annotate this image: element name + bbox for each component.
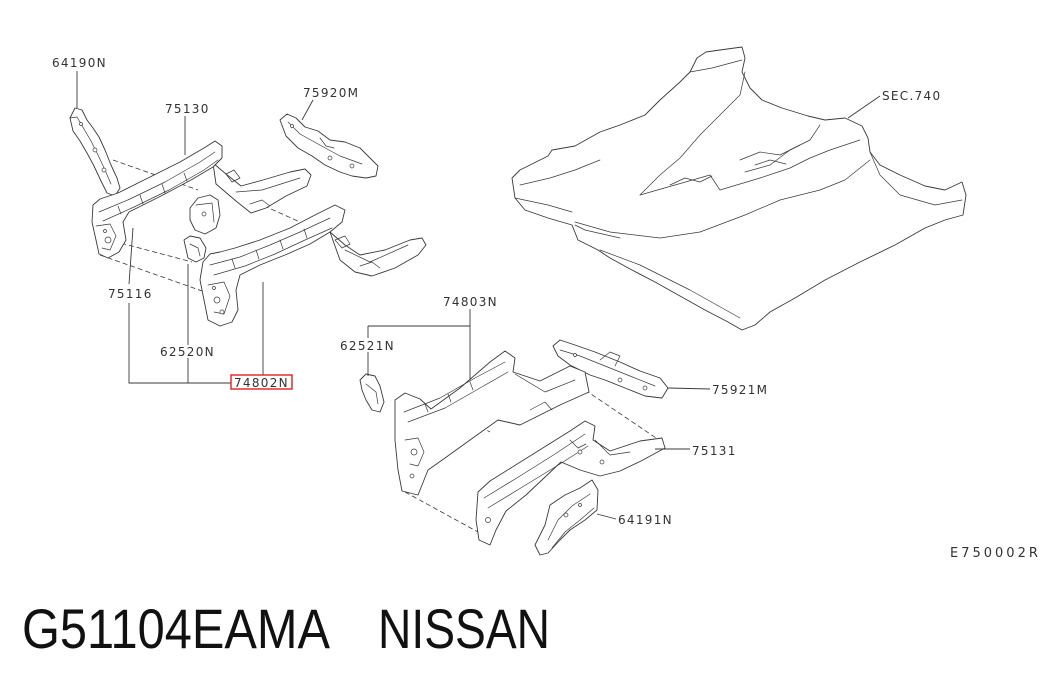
bolt-hole xyxy=(573,353,577,357)
bolt-hole xyxy=(577,449,583,455)
leader-line xyxy=(128,227,134,285)
caption-brand: NISSAN xyxy=(378,597,550,660)
front-plate xyxy=(95,223,117,251)
bolt-hole xyxy=(92,147,98,153)
part-74802n-side-member xyxy=(199,204,427,327)
callout-64190n[interactable]: 64190N xyxy=(52,56,107,70)
part-74803n-side-member xyxy=(394,350,590,496)
part-64190n-bracket xyxy=(69,107,121,197)
caption-part-number: G51104EAMA xyxy=(22,597,331,660)
member-outline xyxy=(91,140,223,259)
member-flange-lines xyxy=(403,361,509,423)
floor-front-lines xyxy=(514,159,601,213)
alignment-dashed-line xyxy=(99,254,206,293)
rear-extension-detail xyxy=(569,439,631,456)
part-62521n-bracket xyxy=(359,373,385,413)
leader-lines xyxy=(76,71,881,520)
callout-75131[interactable]: 75131 xyxy=(692,444,737,458)
callout-75116[interactable]: 75116 xyxy=(108,287,153,301)
extension-detail xyxy=(287,121,363,165)
callout-75130[interactable]: 75130 xyxy=(165,102,210,116)
bolt-hole xyxy=(485,517,491,523)
floor-rear-lines xyxy=(574,224,741,319)
member-outline xyxy=(394,350,590,496)
floor-tunnel-edge xyxy=(639,71,746,196)
floor-tunnel-line xyxy=(574,159,871,239)
callout-75921m[interactable]: 75921M xyxy=(712,383,768,397)
bolt-hole xyxy=(219,309,225,315)
callout-74802n[interactable]: 74802N xyxy=(234,376,289,390)
block-detail xyxy=(195,202,215,223)
rear-extension-detail xyxy=(225,169,301,207)
bolt-hole xyxy=(642,385,648,391)
bracket-detail xyxy=(189,243,201,257)
bolt-hole xyxy=(101,167,107,173)
bolt-hole xyxy=(409,473,415,479)
leader-line xyxy=(847,95,881,119)
bolt-hole xyxy=(79,122,83,126)
member-flange-lines xyxy=(209,217,333,276)
extension-outline xyxy=(279,113,379,179)
part-62520n-bracket xyxy=(183,235,207,263)
leader-line xyxy=(368,309,471,380)
callout-62520n[interactable]: 62520N xyxy=(160,345,215,359)
bracket-outline xyxy=(534,479,599,556)
part-64191n-bracket xyxy=(534,479,599,556)
leader-line xyxy=(128,303,231,384)
part-75921m-extension xyxy=(552,339,669,399)
rear-extension-outline xyxy=(329,231,427,277)
callout-62521n[interactable]: 62521N xyxy=(340,339,395,353)
rear-extension-outline xyxy=(212,162,312,214)
floor-front-flange xyxy=(689,59,743,73)
rear-extension-detail xyxy=(514,373,576,411)
leader-line xyxy=(301,99,314,121)
bolt-hole xyxy=(410,448,418,456)
floor-crossmember-line xyxy=(639,139,861,196)
part-75130-side-member xyxy=(91,140,312,259)
callout-74803n[interactable]: 74803N xyxy=(443,295,498,309)
front-plate xyxy=(404,437,425,467)
bracket-detail xyxy=(365,383,379,405)
callout-75920m[interactable]: 75920M xyxy=(303,86,359,100)
member-outline xyxy=(475,420,666,546)
member-flange-lines xyxy=(98,151,219,222)
bolt-hole xyxy=(327,155,333,161)
alignment-dashed-line xyxy=(404,491,479,533)
bolt-hole xyxy=(617,377,623,383)
bolt-hole xyxy=(349,163,355,169)
part-75920m-extension xyxy=(279,113,379,179)
bolt-hole xyxy=(103,229,107,233)
member-ribs xyxy=(231,228,308,269)
diagram-code: E750002R xyxy=(950,546,1041,561)
bolt-hole xyxy=(599,459,605,465)
rear-extension-detail xyxy=(334,235,409,269)
part-floor-panel xyxy=(511,46,967,331)
leader-line xyxy=(596,513,617,520)
bolt-hole xyxy=(563,512,569,518)
extension-detail xyxy=(559,349,656,387)
member-outline xyxy=(199,204,346,327)
bracket-outline xyxy=(183,235,207,263)
bolt-hole xyxy=(104,236,112,244)
bolt-hole xyxy=(201,211,207,217)
bolt-hole xyxy=(212,286,216,290)
floor-side-lines xyxy=(744,124,963,206)
bolt-hole xyxy=(578,503,582,507)
member-ribs xyxy=(117,172,188,215)
leader-line xyxy=(667,387,711,390)
member-ribs xyxy=(424,381,474,413)
alignment-dashed-line xyxy=(584,389,663,443)
part-75131-side-member xyxy=(475,420,666,546)
bolt-hole xyxy=(290,124,294,128)
bolt-hole xyxy=(213,296,221,304)
part-member-block xyxy=(189,194,221,235)
selected-callout-highlight xyxy=(230,374,293,390)
callout-sec740[interactable]: SEC.740 xyxy=(882,89,941,103)
callout-64191n[interactable]: 64191N xyxy=(618,513,673,527)
callout-labels: 64190N 75130 75920M SEC.740 75116 62520N… xyxy=(52,56,941,527)
bracket-outline xyxy=(359,373,385,413)
alignment-dashed-line xyxy=(112,159,199,191)
member-flange-lines xyxy=(483,433,589,509)
